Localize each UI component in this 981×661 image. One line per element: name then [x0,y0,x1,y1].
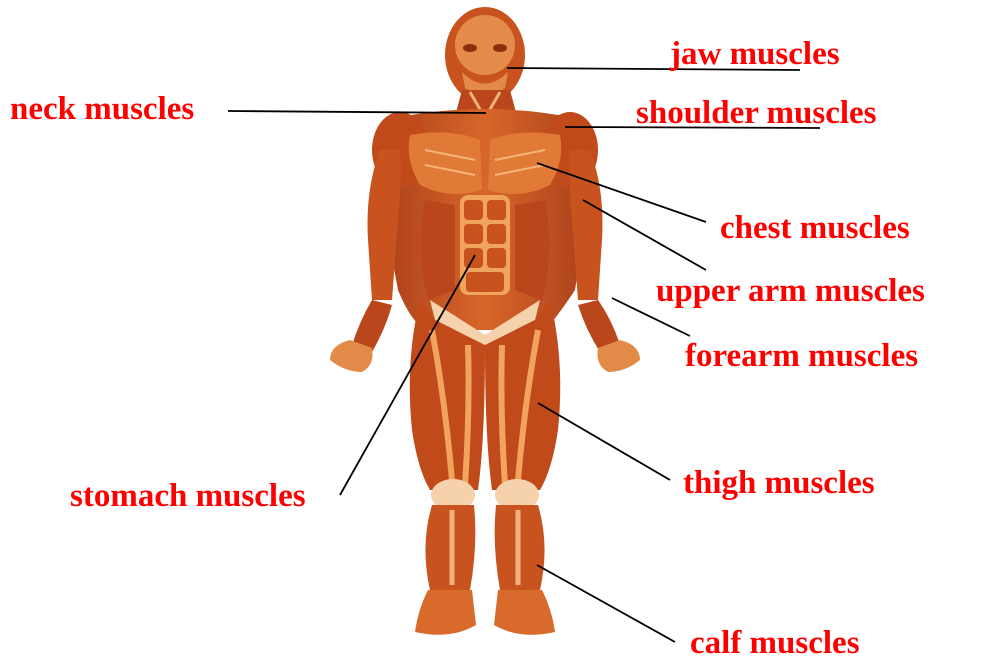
label-forearm-muscles: forearm muscles [685,340,918,373]
label-calf-muscles: calf muscles [690,627,860,660]
label-neck-muscles: neck muscles [10,93,194,126]
label-jaw-muscles: jaw muscles [670,38,840,71]
thigh-leader-line [538,403,670,480]
human-body-figure [330,7,640,635]
label-chest-muscles: chest muscles [720,212,910,245]
label-shoulder-muscles: shoulder muscles [636,97,877,130]
label-thigh-muscles: thigh muscles [683,467,875,500]
label-stomach-muscles: stomach muscles [70,480,306,513]
label-upper-arm-muscles: upper arm muscles [656,275,925,308]
calf-leader-line [537,565,675,642]
